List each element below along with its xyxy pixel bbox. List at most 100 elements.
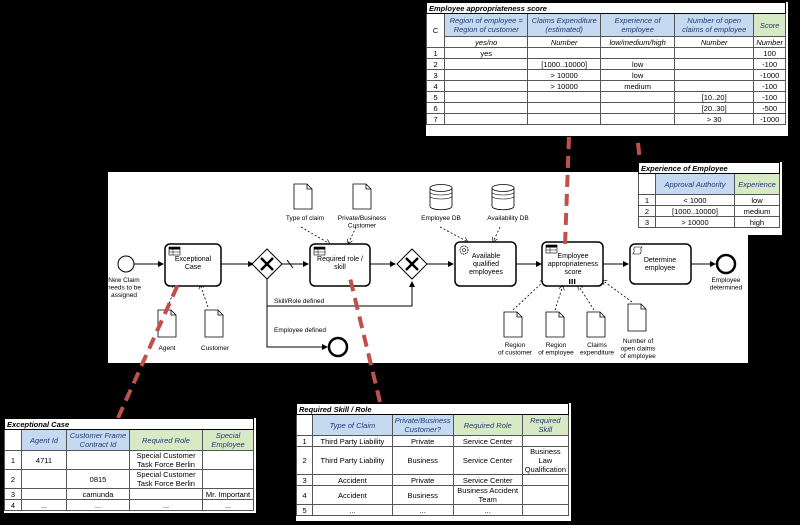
- table-cell: > 10000: [527, 69, 602, 81]
- table-cell: [444, 113, 529, 125]
- type-cell: Number: [527, 36, 602, 48]
- table-row: 7> 30-1000: [425, 113, 786, 125]
- table-cell: Business: [391, 485, 454, 505]
- output-header: Required Role: [452, 414, 523, 436]
- rule-number-cell: 5: [425, 91, 446, 103]
- table-cell: ...: [202, 499, 254, 511]
- table-cell: [1000..10000]: [655, 205, 735, 217]
- table-cell: Business Accident Team: [452, 485, 523, 505]
- rule-number-cell: 1: [638, 194, 656, 206]
- connector-skill-table: [348, 277, 382, 403]
- input-header: Approval Authority: [655, 173, 735, 195]
- table-cell: 0815: [66, 469, 130, 489]
- svg-text:Type of claim: Type of claim: [286, 215, 324, 222]
- exclusive-gateway-2[interactable]: [396, 248, 428, 280]
- table-cell: -100: [753, 80, 786, 92]
- table-cell: -500: [753, 102, 786, 114]
- exclusive-gateway-1[interactable]: [251, 248, 283, 280]
- data-object-type-of-claim[interactable]: Type of claim: [286, 183, 324, 222]
- table-cell: high: [734, 216, 780, 228]
- table-cell: low: [600, 69, 676, 81]
- table-title: Exceptional Case: [4, 418, 254, 430]
- table-cell: Mr. Important: [202, 488, 254, 500]
- multi-instance-icon: [569, 279, 576, 284]
- table-cell: [444, 69, 529, 81]
- table-cell: [10..20]: [674, 91, 755, 103]
- table-row: 2[1000..10000]medium: [638, 205, 780, 217]
- table-cell: [66, 450, 130, 470]
- rule-number-cell: 1: [295, 435, 314, 447]
- connector-score-table: [563, 136, 571, 246]
- hit-policy-cell: [4, 429, 22, 451]
- score-decision-table: Employee appropriateness score C Region …: [425, 2, 788, 136]
- table-cell: -1000: [753, 69, 786, 81]
- rule-number-cell: 4: [295, 485, 314, 505]
- end-event-employee-defined[interactable]: [327, 336, 349, 358]
- table-row: 4............: [4, 499, 254, 511]
- default-flow-marker: [286, 259, 294, 269]
- table-cell: [202, 469, 254, 489]
- input-header: Region of employee = Region of customer: [444, 13, 529, 37]
- flow-label-employee-defined: Employee defined: [274, 327, 326, 334]
- table-cell: [600, 113, 676, 125]
- rule-number-cell: 7: [425, 113, 446, 125]
- script-icon: [632, 246, 643, 255]
- end-event-main[interactable]: [715, 253, 737, 275]
- table-cell: Private: [391, 435, 454, 447]
- table-cell: [521, 435, 570, 447]
- table-cell: Business: [391, 446, 454, 475]
- data-object-agent[interactable]: Agent: [157, 309, 177, 352]
- rule-number-cell: 1: [4, 450, 22, 470]
- table-cell: [527, 102, 602, 114]
- table-cell: [202, 450, 254, 470]
- svg-text:Employee DB: Employee DB: [421, 215, 461, 222]
- rule-number-cell: 2: [425, 58, 446, 70]
- task-required-role[interactable]: Required role /skill: [309, 243, 371, 287]
- experience-decision-table: Experience of Employee Approval Authorit…: [638, 162, 782, 235]
- rule-number-cell: 3: [295, 474, 314, 486]
- input-header: Number of open claims of employee: [674, 13, 755, 37]
- data-store-employee-db[interactable]: Employee DB: [421, 184, 461, 223]
- table-cell: > 10000: [527, 80, 602, 92]
- start-event[interactable]: [117, 255, 135, 273]
- table-cell: [129, 488, 203, 500]
- table-cell: ...: [66, 499, 130, 511]
- input-header: Experience of employee: [600, 13, 676, 37]
- table-cell: medium: [734, 205, 780, 217]
- table-cell: [521, 504, 570, 516]
- data-object-customer[interactable]: Customer: [201, 309, 230, 352]
- table-cell: camunda: [66, 488, 130, 500]
- table-cell: -100: [753, 91, 786, 103]
- data-store-availability-db[interactable]: Availability DB: [487, 184, 529, 223]
- table-cell: ...: [452, 504, 523, 516]
- input-header: Claims Expenditure (estimated): [527, 13, 602, 37]
- table-cell: [444, 102, 529, 114]
- exceptional-decision-table: Exceptional Case Agent Id Customer Frame…: [4, 418, 256, 513]
- rule-number-cell: 3: [425, 69, 446, 81]
- table-cell: [21, 469, 67, 489]
- table-cell: -100: [753, 58, 786, 70]
- table-cell: Third Party Liability: [312, 446, 393, 475]
- rule-number-cell: 6: [425, 102, 446, 114]
- rule-number-cell: 2: [4, 469, 22, 489]
- table-cell: Business Law Qualification: [521, 446, 570, 475]
